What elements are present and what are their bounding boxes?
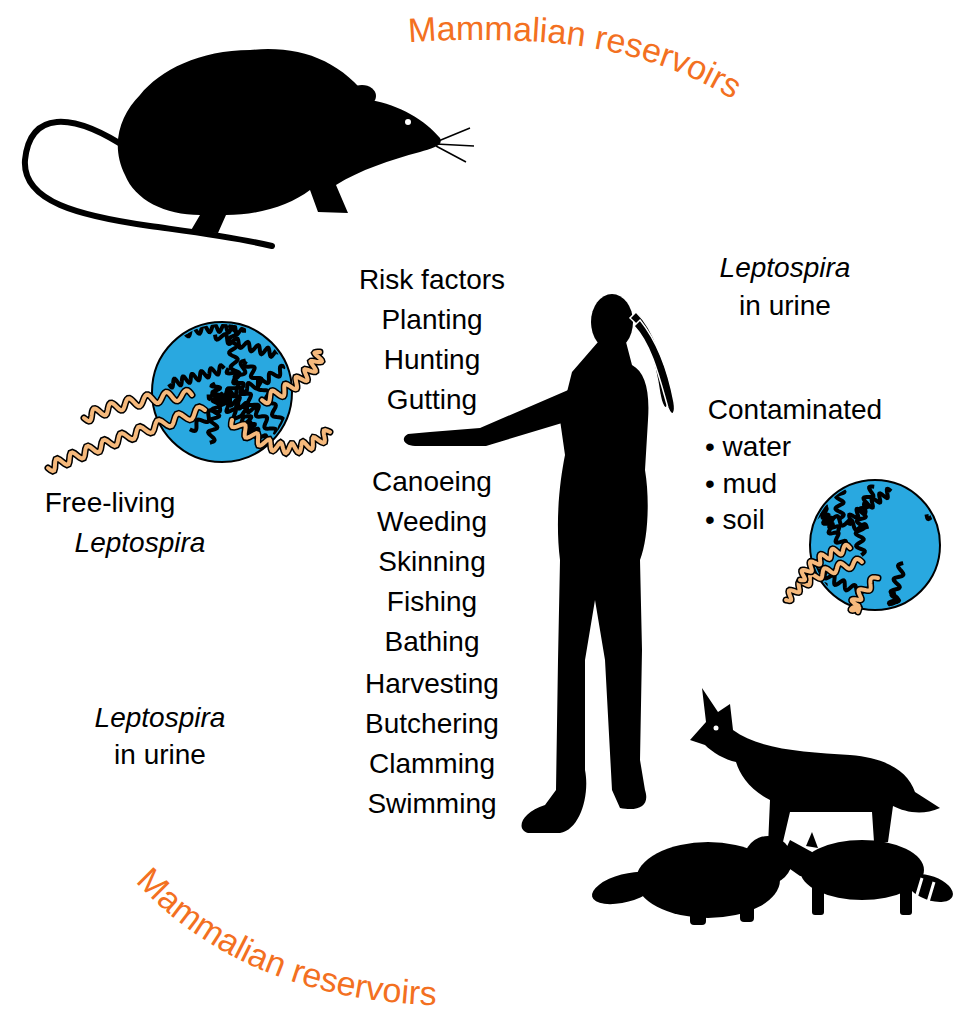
risk-factor: Swimming (367, 789, 496, 820)
cycle-ring (33, 30, 923, 994)
urine-label: in urine (739, 291, 831, 322)
bacterium-strand (215, 334, 279, 356)
bacterium-strand (784, 506, 868, 530)
bacterium-strand (209, 392, 257, 412)
spirochete-outline (231, 420, 330, 453)
spirochete (800, 545, 850, 580)
risk-factor: Risk factors (359, 265, 505, 296)
band-label: • soil (705, 505, 765, 536)
band-label: • water (705, 432, 791, 463)
bacterium-strand (169, 365, 224, 387)
spirochete (851, 577, 878, 612)
band-label: Contaminated (708, 395, 882, 426)
raccoon-silhouette (780, 832, 957, 915)
urine-label: Leptospira (95, 703, 226, 734)
spirochete (231, 420, 330, 453)
spirochete-outline (84, 390, 192, 421)
band-label: Leptospira (75, 528, 206, 559)
risk-factor: Gutting (387, 385, 477, 416)
risk-factor: Weeding (377, 507, 487, 538)
bacterium-strand (889, 563, 904, 627)
bacterium-strand (846, 489, 891, 524)
ring-label: Mammalian reservoirs (407, 9, 749, 106)
bacteria-cluster (48, 302, 958, 675)
beaver-silhouette (589, 836, 792, 925)
band-label: • mud (705, 469, 777, 500)
spirochete (262, 352, 322, 403)
spirochete (48, 407, 205, 471)
bacterium-strand (927, 513, 958, 527)
coyote-silhouette (690, 688, 940, 846)
rat-silhouette (25, 49, 474, 246)
ring-label: Mammalian reservoirs (130, 860, 438, 1012)
risk-factor: Planting (381, 305, 482, 336)
urine-label: in urine (114, 740, 206, 771)
bacterium-strand (836, 463, 854, 519)
risk-factor: Canoeing (372, 467, 492, 498)
spirochete-outline (262, 352, 322, 403)
urine-label: Leptospira (720, 253, 851, 284)
bacterium-strand (891, 593, 909, 676)
band-fill (0, 392, 958, 630)
risk-factor: Clamming (369, 749, 495, 780)
risk-factor: Skinning (378, 547, 485, 578)
bacterium-strand (817, 489, 846, 546)
spirochete-outline (800, 545, 850, 580)
spirochete (84, 390, 192, 421)
risk-factor: Hunting (384, 345, 481, 376)
risk-factor: Harvesting (365, 669, 499, 700)
spirochete-outline (48, 407, 205, 471)
risk-factor: Fishing (387, 587, 477, 618)
risk-factor: Bathing (385, 627, 480, 658)
risk-factor: Butchering (365, 709, 499, 740)
spirochete-outline (851, 577, 878, 612)
band-label: Free-living (45, 488, 176, 519)
